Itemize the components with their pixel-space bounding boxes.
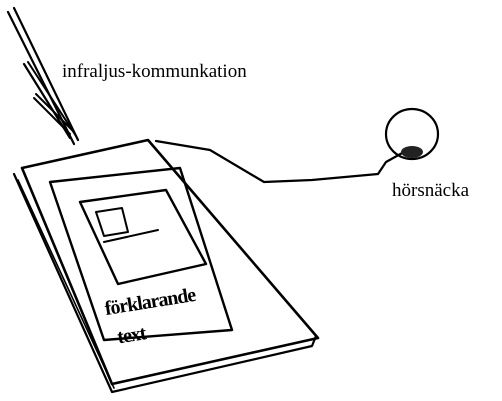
- screen-explanatory-text: förklarande text: [103, 284, 198, 349]
- earpiece-cable: [154, 139, 406, 184]
- screen-text-line2: text: [116, 322, 149, 348]
- screen-text-line1: förklarande: [103, 284, 198, 320]
- infrared-label: infraljus-kommunkation: [62, 61, 247, 82]
- infrared-beam-icon: [6, 6, 80, 146]
- handheld-device-icon: [12, 138, 320, 394]
- earpiece-label: hörsnäcka: [392, 180, 470, 201]
- earpiece-icon: [384, 107, 440, 161]
